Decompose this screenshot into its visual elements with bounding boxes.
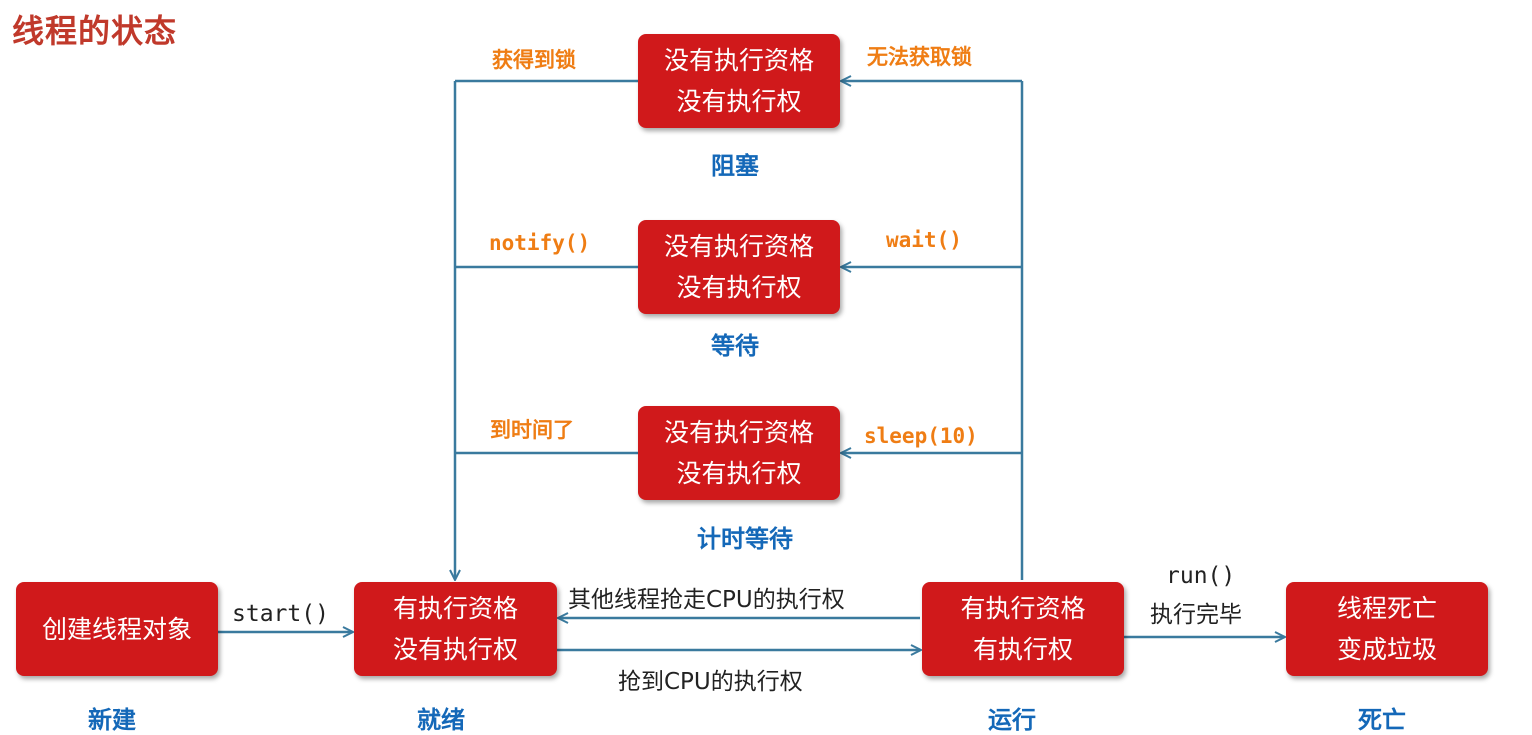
box-ready: 有执行资格 没有执行权 [354, 582, 557, 676]
box-blocked: 没有执行资格 没有执行权 [638, 34, 840, 128]
state-label-timed-waiting: 计时等待 [697, 525, 793, 553]
box-waiting-line2: 没有执行权 [676, 273, 802, 302]
box-new-line1: 创建线程对象 [41, 614, 192, 644]
box-ready-line1: 有执行资格 [392, 594, 518, 623]
box-dead-line1: 线程死亡 [1336, 594, 1437, 623]
label-time-up: 到时间了 [490, 418, 574, 442]
box-blocked-line1: 没有执行资格 [663, 46, 814, 75]
state-label-blocked: 阻塞 [711, 152, 759, 180]
label-notify: notify() [489, 231, 591, 255]
label-got-lock: 获得到锁 [492, 48, 576, 72]
state-label-new: 新建 [88, 706, 136, 734]
page-title: 线程的状态 [12, 12, 178, 50]
state-label-dead: 死亡 [1358, 706, 1406, 734]
box-dead: 线程死亡 变成垃圾 [1286, 582, 1488, 676]
box-waiting: 没有执行资格 没有执行权 [638, 220, 840, 314]
state-label-waiting: 等待 [711, 332, 759, 360]
box-timed-waiting-line2: 没有执行权 [676, 459, 802, 488]
label-start: start() [232, 601, 329, 627]
box-blocked-line2: 没有执行权 [676, 87, 802, 116]
box-timed-waiting: 没有执行资格 没有执行权 [638, 406, 840, 500]
label-sleep: sleep(10) [864, 424, 978, 448]
box-ready-line2: 没有执行权 [392, 635, 518, 664]
box-running: 有执行资格 有执行权 [922, 582, 1124, 676]
box-running-line2: 有执行权 [972, 635, 1073, 664]
state-label-running: 运行 [988, 706, 1036, 734]
box-new: 创建线程对象 [16, 582, 218, 676]
label-run-finished: 执行完毕 [1150, 602, 1242, 628]
box-timed-waiting-line1: 没有执行资格 [663, 418, 814, 447]
state-label-ready: 就绪 [417, 706, 465, 734]
box-waiting-line1: 没有执行资格 [663, 232, 814, 261]
label-wait: wait() [886, 228, 962, 252]
label-run: run() [1166, 563, 1236, 589]
label-preempted: 其他线程抢走CPU的执行权 [568, 587, 845, 613]
label-cannot-get-lock: 无法获取锁 [867, 45, 972, 69]
label-got-cpu: 抢到CPU的执行权 [618, 669, 803, 695]
box-dead-line2: 变成垃圾 [1336, 635, 1437, 664]
box-running-line1: 有执行资格 [960, 594, 1086, 623]
